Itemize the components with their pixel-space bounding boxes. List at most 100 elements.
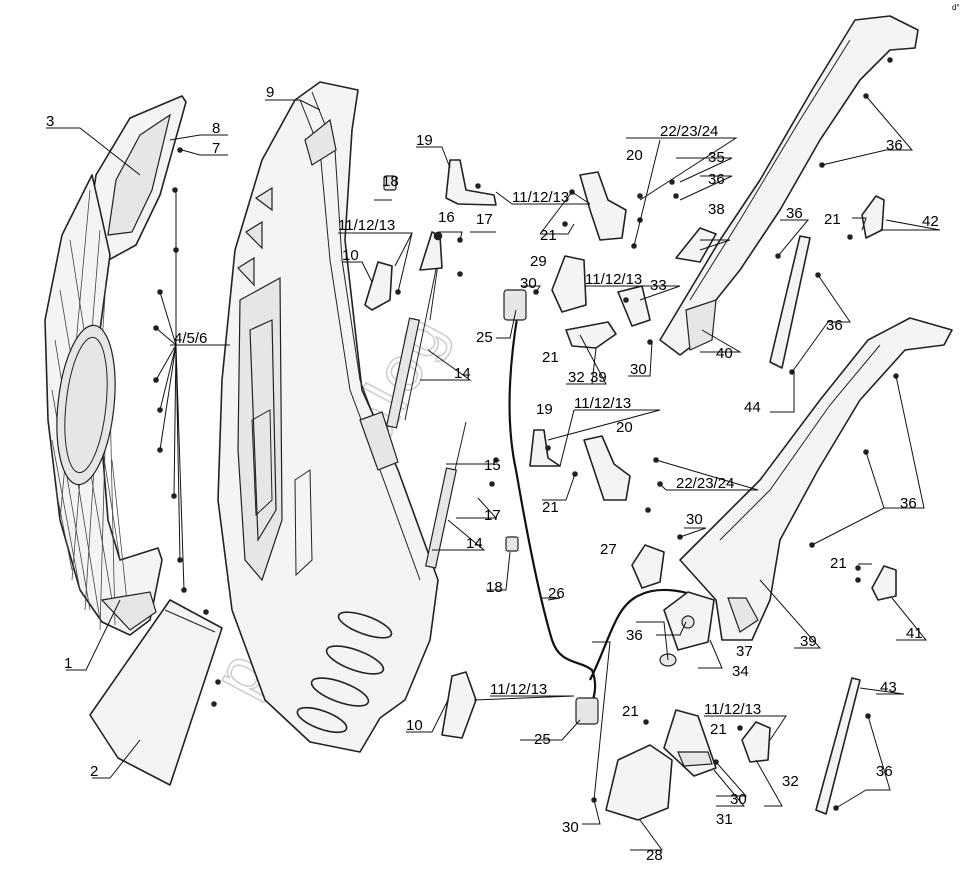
callout-22-23-24-upper: 22/23/24 — [660, 123, 718, 140]
callout-14-lower: 14 — [466, 535, 483, 552]
callout-30-d: 30 — [730, 791, 747, 808]
callout-21-g: 21 — [830, 555, 847, 572]
callout-36-d: 36 — [826, 317, 843, 334]
callout-33: 33 — [650, 277, 667, 294]
callout-37: 37 — [736, 643, 753, 660]
part-32-latch-lower — [741, 721, 771, 763]
part-33-bracket — [617, 285, 651, 327]
callout-30-b: 30 — [630, 361, 647, 378]
callout-30-e: 30 — [562, 819, 579, 836]
callout-36-c: 36 — [786, 205, 803, 222]
callout-21-c: 21 — [542, 499, 559, 516]
callout-27: 27 — [600, 541, 617, 558]
callout-18-lower: 18 — [486, 579, 503, 596]
callout-26: 26 — [548, 585, 565, 602]
callout-42: 42 — [922, 213, 939, 230]
callout-labels: 1 2 3 4/5/6 7 8 9 10 10 11/12/13 11/12/1… — [46, 84, 939, 864]
part-29-latch-plate — [551, 255, 587, 313]
part-10-hinge-upper — [364, 261, 393, 311]
part-27-trim — [631, 544, 665, 589]
callout-31: 31 — [716, 811, 733, 828]
callout-32-lower: 32 — [782, 773, 799, 790]
part-20-latch-upper — [579, 171, 627, 241]
callout-4-5-6: 4/5/6 — [174, 330, 207, 347]
callout-36-f: 36 — [626, 627, 643, 644]
callout-20-upper: 20 — [626, 147, 643, 164]
callout-17-lower: 17 — [484, 507, 501, 524]
part-32-latch-upper — [565, 321, 617, 349]
part-38-clip — [675, 227, 717, 263]
callout-43: 43 — [880, 679, 897, 696]
callout-30-a: 30 — [520, 275, 537, 292]
callout-41: 41 — [906, 625, 923, 642]
callout-39-upper: 39 — [590, 369, 607, 386]
callout-21-f: 21 — [824, 211, 841, 228]
callout-21-d: 21 — [622, 703, 639, 720]
part-26-release-cable — [503, 289, 701, 725]
callout-36-g: 36 — [876, 763, 893, 780]
callout-1: 1 — [64, 655, 72, 672]
callout-39-lower: 39 — [800, 633, 817, 650]
callout-14-upper: 14 — [454, 365, 471, 382]
part-37-mount — [663, 591, 715, 651]
part-43-trim-strip — [815, 677, 861, 815]
callout-8: 8 — [212, 120, 220, 137]
part-28-cover — [605, 744, 673, 821]
callout-9: 9 — [266, 84, 274, 101]
callout-11-12-13-b: 11/12/13 — [512, 189, 569, 206]
part-20-latch-lower — [583, 435, 631, 501]
callout-21-e: 21 — [710, 721, 727, 738]
callout-44: 44 — [744, 399, 761, 416]
fasteners — [153, 57, 899, 811]
callout-25-lower: 25 — [534, 731, 551, 748]
callout-3: 3 — [46, 113, 54, 130]
part-39-side-panel — [679, 317, 953, 641]
part-41-bracket — [871, 565, 897, 601]
part-2-lower-panel — [89, 599, 223, 786]
callout-25-upper: 25 — [476, 329, 493, 346]
callout-21-b: 21 — [542, 349, 559, 366]
callout-18-upper: 18 — [382, 173, 399, 190]
callout-21-a: 21 — [540, 227, 557, 244]
callout-15: 15 — [484, 457, 501, 474]
callout-29: 29 — [530, 253, 547, 270]
callout-32-upper: 32 — [568, 369, 585, 386]
callout-7: 7 — [212, 140, 220, 157]
part-31-bracket — [663, 709, 717, 777]
callout-22-23-24-lower: 22/23/24 — [676, 475, 734, 492]
part-14-gas-strut-upper — [385, 249, 441, 429]
callout-36-b: 36 — [886, 137, 903, 154]
callout-11-12-13-e: 11/12/13 — [490, 681, 547, 698]
part-42-bracket — [861, 195, 885, 239]
callout-19-lower: 19 — [536, 401, 553, 418]
callout-35: 35 — [708, 149, 725, 166]
callout-38: 38 — [708, 201, 725, 218]
part-3-upper-frame — [84, 95, 187, 263]
callout-36-e: 36 — [900, 495, 917, 512]
callout-16: 16 — [438, 209, 455, 226]
part-40-upper-panel — [659, 15, 919, 356]
part-16-bracket — [419, 231, 443, 271]
callout-36-a: 36 — [708, 171, 725, 188]
part-18-plug-upper — [383, 175, 397, 191]
callout-19-upper: 19 — [416, 132, 433, 149]
callout-40: 40 — [716, 345, 733, 362]
callout-10-lower: 10 — [406, 717, 423, 734]
callout-11-12-13-a: 11/12/13 — [338, 217, 395, 234]
callout-11-12-13-c: 11/12/13 — [585, 271, 642, 288]
callout-2: 2 — [90, 763, 98, 780]
part-44-trim-strip — [769, 235, 811, 369]
part-9-front-bumper — [217, 81, 439, 753]
corner-mark: d° — [952, 3, 960, 12]
part-18-plug-lower — [505, 536, 519, 552]
part-19-bracket-lower — [529, 429, 561, 467]
callout-28: 28 — [646, 847, 663, 864]
callout-11-12-13-d: 11/12/13 — [574, 395, 631, 412]
callout-11-12-13-f: 11/12/13 — [704, 701, 761, 718]
part-19-bracket-upper — [445, 159, 497, 206]
callout-10-upper: 10 — [342, 247, 359, 264]
leader-lines — [46, 95, 941, 851]
callout-30-c: 30 — [686, 511, 703, 528]
